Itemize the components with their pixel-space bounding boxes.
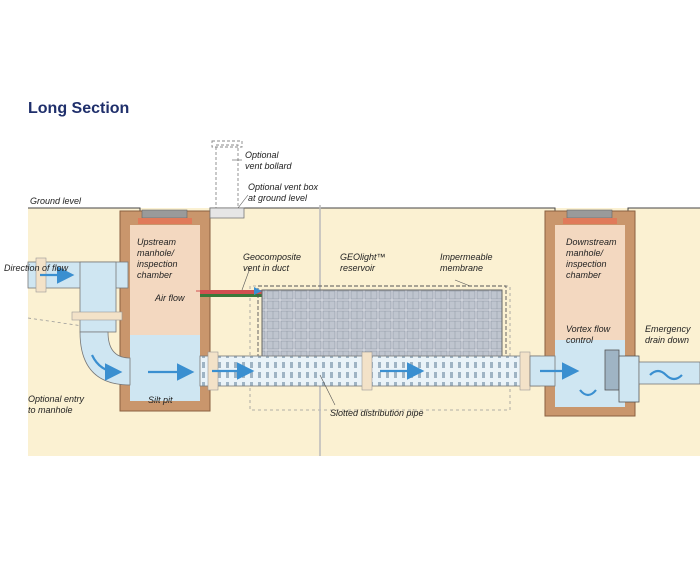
label-vent-bollard-1: Optional	[245, 150, 280, 160]
label-ground-level: Ground level	[30, 196, 82, 206]
label-vent-box-2: at ground level	[248, 193, 308, 203]
vortex-flow-control	[604, 349, 620, 391]
label-membrane-2: membrane	[440, 263, 483, 273]
upstream-manhole	[119, 209, 211, 412]
label-emergency-2: drain down	[645, 335, 689, 345]
label-geolight-2: reservoir	[340, 263, 376, 273]
label-silt-pit: Silt pit	[148, 395, 173, 405]
ground-line	[28, 207, 700, 212]
label-vent-bollard-2: vent bollard	[245, 161, 293, 171]
label-downstream-3: inspection	[566, 259, 607, 269]
label-geocomposite-1: Geocomposite	[243, 252, 301, 262]
label-direction-of-flow: Direction of flow	[4, 263, 69, 273]
label-vortex-2: control	[566, 335, 594, 345]
geolight-reservoir	[261, 289, 503, 359]
label-vent-box-1: Optional vent box	[248, 182, 319, 192]
label-air-flow: Air flow	[154, 293, 185, 303]
flow-arrows	[40, 266, 683, 397]
label-geolight-1: GEOlight™	[340, 252, 386, 262]
label-downstream-4: chamber	[566, 270, 602, 280]
label-membrane-1: Impermeable	[440, 252, 493, 262]
label-emergency-1: Emergency	[645, 324, 691, 334]
label-geocomposite-2: vent in duct	[243, 263, 290, 273]
label-downstream-1: Downstream	[566, 237, 617, 247]
diagram-title: Long Section	[28, 100, 130, 117]
label-upstream-3: inspection	[137, 259, 178, 269]
label-upstream-2: manhole/	[137, 248, 176, 258]
label-slotted-pipe: Slotted distribution pipe	[330, 408, 424, 418]
label-optional-entry-1: Optional entry	[28, 394, 85, 404]
label-upstream-4: chamber	[137, 270, 173, 280]
geocomposite-duct	[200, 290, 280, 294]
label-downstream-2: manhole/	[566, 248, 605, 258]
outlet-pipe	[638, 361, 700, 385]
label-vortex-1: Vortex flow	[566, 324, 611, 334]
label-upstream-1: Upstream	[137, 237, 177, 247]
label-optional-entry-2: to manhole	[28, 405, 73, 415]
vent-bollard	[209, 140, 245, 219]
